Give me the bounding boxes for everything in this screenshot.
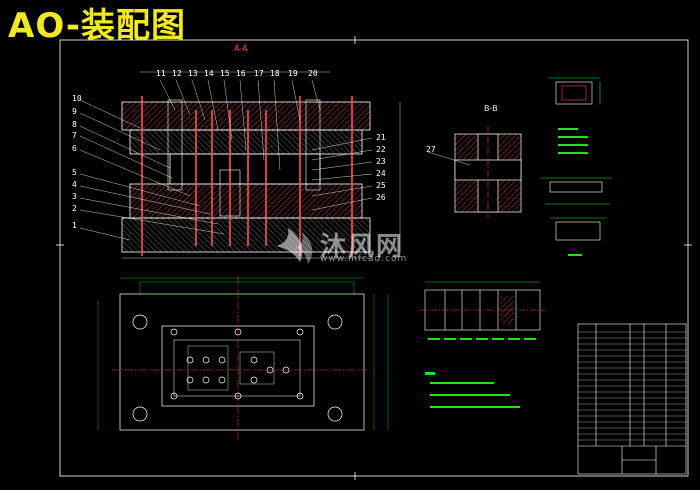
part-number: 1 <box>72 221 77 230</box>
section-label-bb: B-B <box>484 104 498 113</box>
part-number: 20 <box>308 69 318 78</box>
section-label-aa: A-A <box>234 44 248 53</box>
strip-layout <box>420 281 545 331</box>
part-number: 19 <box>288 69 298 78</box>
part-number: 22 <box>376 145 386 154</box>
part-number: 13 <box>188 69 198 78</box>
drawing-frame <box>56 36 692 480</box>
watermark-brand: 沐风网 <box>320 232 405 262</box>
page-title: AO-装配图 <box>8 6 186 46</box>
part-number: 12 <box>172 69 182 78</box>
part-detail-notes <box>558 128 588 256</box>
part-number: 4 <box>72 180 77 189</box>
watermark-url: www.mfcad.com <box>320 254 408 264</box>
part-number: 5 <box>72 168 77 177</box>
part-number: 21 <box>376 133 386 142</box>
part-details <box>540 77 612 241</box>
section-view-aa <box>79 71 401 259</box>
part-number: 23 <box>376 157 386 166</box>
part-number: 9 <box>72 107 77 116</box>
part-number: 6 <box>72 144 77 153</box>
part-number: 10 <box>72 94 82 103</box>
part-number: 14 <box>204 69 214 78</box>
part-number: 16 <box>236 69 246 78</box>
part-number: 8 <box>72 120 77 129</box>
part-number: 11 <box>156 69 166 78</box>
watermark-logo <box>276 228 313 264</box>
title-block <box>577 323 687 475</box>
part-number: 15 <box>220 69 230 78</box>
part-number: 18 <box>270 69 280 78</box>
leader-lines <box>79 79 373 241</box>
part-number-detail: 27 <box>426 145 436 154</box>
part-number: 24 <box>376 169 386 178</box>
technical-notes <box>425 372 520 408</box>
bom-rows <box>578 331 686 441</box>
part-number: 3 <box>72 192 77 201</box>
strip-dimensions <box>428 338 536 340</box>
part-number: 17 <box>254 69 264 78</box>
part-number: 25 <box>376 181 386 190</box>
part-number: 26 <box>376 193 386 202</box>
part-number: 2 <box>72 204 77 213</box>
part-number: 7 <box>72 131 77 140</box>
section-view-bb <box>427 126 522 218</box>
plan-view <box>97 276 389 440</box>
